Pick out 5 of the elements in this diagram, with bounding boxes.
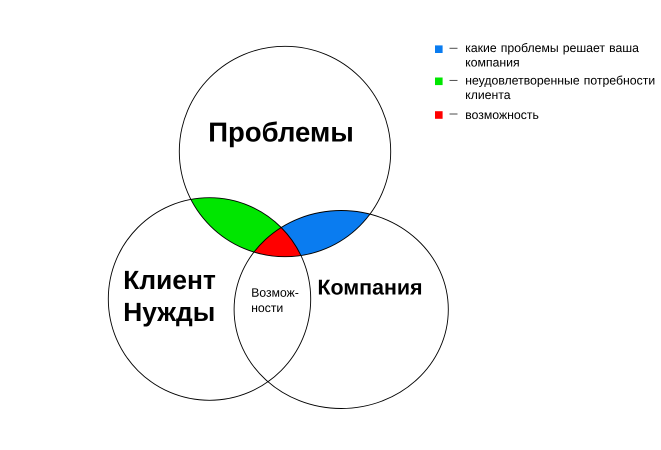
overlap-region — [281, 210, 370, 256]
overlap-region — [191, 198, 282, 252]
overlap-region — [254, 228, 301, 257]
legend-text: возможность — [466, 112, 538, 120]
overlap-label: Возмож- ности — [252, 288, 298, 312]
